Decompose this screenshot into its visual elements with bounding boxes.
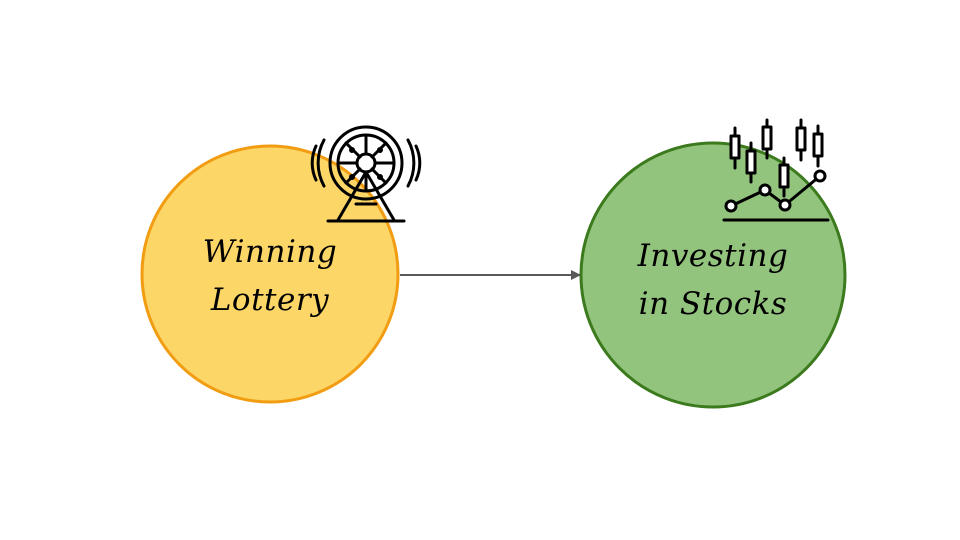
lottery-node-circle <box>140 144 400 404</box>
lottery-node-label: Winning Lottery <box>170 228 370 324</box>
stocks-label-line1: Investing <box>637 238 789 274</box>
candlestick-chart-icon <box>722 118 830 222</box>
stocks-node-label: Investing in Stocks <box>603 232 823 328</box>
stocks-label-line2: in Stocks <box>638 286 788 322</box>
lottery-label-line1: Winning <box>202 234 338 270</box>
stocks-node-circle <box>579 141 847 409</box>
lottery-wheel-icon <box>310 125 422 223</box>
lottery-label-line2: Lottery <box>210 282 330 318</box>
